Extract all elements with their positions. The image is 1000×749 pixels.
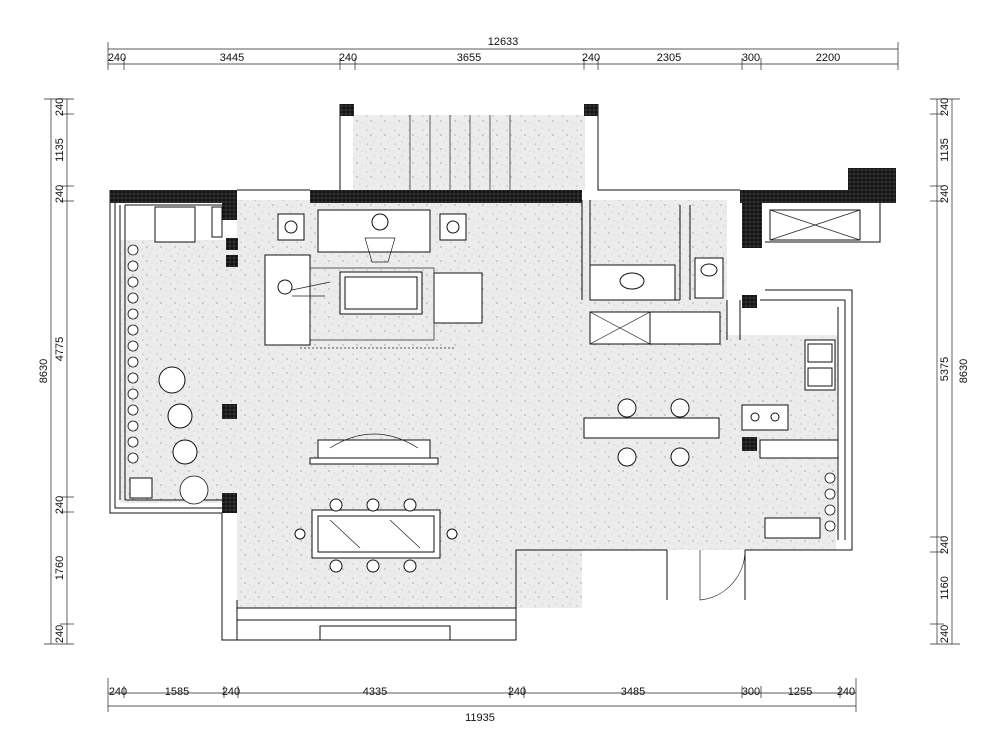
staircase: [409, 115, 511, 190]
right-dimension: 240: [939, 625, 951, 643]
left-total-dimension: 8630: [38, 359, 50, 383]
left-dimension: 4775: [54, 337, 66, 361]
left-dimension: 240: [54, 625, 66, 643]
bathroom-fixtures: [589, 257, 724, 345]
right-dimension: 240: [939, 98, 951, 116]
left-dimension: 240: [54, 98, 66, 116]
top-total-dimension: 12633: [488, 36, 519, 48]
bottom-total-dimension: 11935: [465, 712, 495, 724]
plant-row: [127, 244, 139, 464]
left-dimension: 240: [54, 185, 66, 203]
bottom-dimension: 240: [508, 686, 526, 698]
top-dimension: 240: [108, 52, 126, 64]
lamp-icon: [439, 213, 467, 241]
right-dimension: 240: [939, 185, 951, 203]
bottom-dimension: 4335: [363, 686, 387, 698]
top-dimension: 240: [339, 52, 357, 64]
dimension-lines: [44, 42, 960, 712]
bottom-dimensions: 240 1585 240 4335 240 3485 300 1255 240 …: [109, 686, 855, 724]
top-dimension: 3445: [220, 52, 244, 64]
bottom-dimension: 240: [222, 686, 240, 698]
right-dimension: 1135: [939, 138, 951, 162]
left-dimension: 1135: [54, 138, 66, 162]
wall-columns: [110, 104, 896, 513]
lamp-icon: [277, 213, 305, 241]
bottom-dimension: 3485: [621, 686, 645, 698]
living-room-furniture: [264, 209, 483, 465]
walls: [109, 104, 881, 641]
floor-areas: [120, 115, 837, 608]
left-dimensions: 8630 240 1135 240 4775 240 1760 240: [38, 98, 66, 643]
top-dimension: 300: [742, 52, 760, 64]
top-dimension: 3655: [457, 52, 481, 64]
right-dimension: 240: [939, 536, 951, 554]
bottom-dimension: 1585: [165, 686, 189, 698]
right-total-dimension: 8630: [958, 359, 970, 383]
top-dimension: 2305: [657, 52, 681, 64]
bottom-dimension: 1255: [788, 686, 812, 698]
left-dimension: 1760: [54, 556, 66, 580]
left-dimension: 240: [54, 496, 66, 514]
top-dimensions: 12633 240 3445 240 3655 240 2305 300 220…: [108, 36, 840, 64]
balcony-furniture: [129, 206, 223, 505]
bottom-dimension: 240: [837, 686, 855, 698]
kitchen-fixtures: [741, 209, 861, 539]
right-dimension: 5375: [939, 357, 951, 381]
bar-counter: [583, 398, 720, 467]
bottom-dimension: 240: [109, 686, 127, 698]
top-dimension: 240: [582, 52, 600, 64]
top-dimension: 2200: [816, 52, 840, 64]
right-dimension: 1160: [939, 576, 951, 600]
dining-table: [294, 498, 458, 573]
kitchen-plants: [824, 472, 836, 532]
bottom-dimension: 300: [742, 686, 760, 698]
right-dimensions: 240 1135 240 5375 240 1160 240 8630: [939, 98, 970, 643]
